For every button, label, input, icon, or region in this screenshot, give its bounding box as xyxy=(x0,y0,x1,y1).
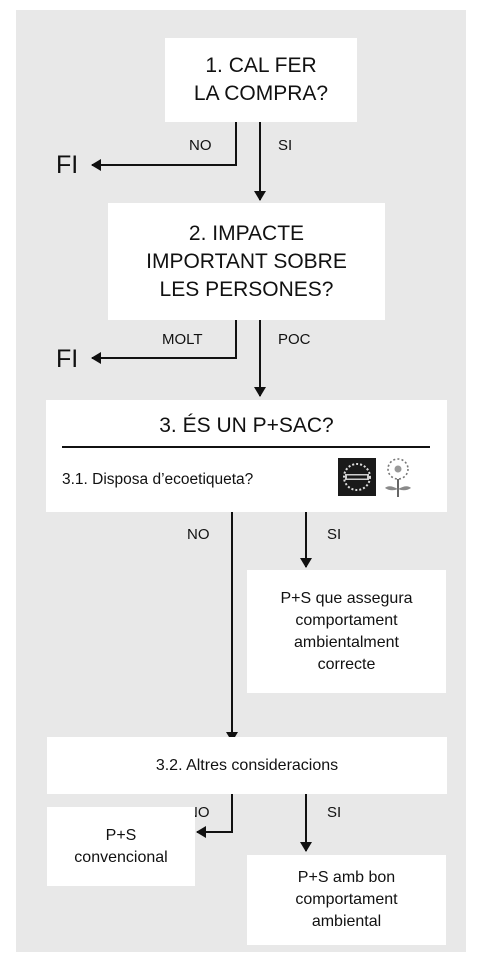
end-label-1: FI xyxy=(56,151,79,179)
eu-ecolabel-circle-icon xyxy=(338,458,376,496)
end-label-2: FI xyxy=(56,345,79,373)
question-box-3: 3. ÉS UN P+SAC? 3.1. Disposa d’ecoetique… xyxy=(46,400,447,512)
branch2-molt-label: MOLT xyxy=(162,331,203,348)
conventional-line1: P+S xyxy=(105,826,137,844)
correct-line4: correcte xyxy=(317,655,376,673)
branch3-no-label: NO xyxy=(187,526,210,543)
branch1-si-label: SI xyxy=(278,137,293,154)
box1-line1: 1. CAL FER xyxy=(205,54,317,77)
branch1-no-label: NO xyxy=(189,137,212,154)
conventional-line2: convencional xyxy=(74,848,168,866)
question-box-1: 1. CAL FER LA COMPRA? xyxy=(165,38,357,122)
correct-line2: comportament xyxy=(295,611,398,629)
branch4-si-label: SI xyxy=(327,804,342,821)
box3-divider xyxy=(62,446,430,448)
connector-no-to-conventional xyxy=(196,794,233,838)
box3-title: 3. ÉS UN P+SAC? xyxy=(159,414,334,437)
correct-line1: P+S que assegura xyxy=(280,589,413,607)
result-box-conventional: P+S convencional xyxy=(47,807,195,886)
box4-text: 3.2. Altres consideracions xyxy=(155,756,339,774)
question-box-4: 3.2. Altres consideracions xyxy=(47,737,447,794)
result-box-good: P+S amb bon comportament ambiental xyxy=(247,855,446,945)
branch3-si-label: SI xyxy=(327,526,342,543)
branch2-poc-label: POC xyxy=(278,331,311,348)
good-line3: ambiental xyxy=(311,913,382,930)
connector-molt-to-fi xyxy=(91,320,237,364)
eu-ecolabel-flower-icon xyxy=(380,455,416,499)
box3-question: 3.1. Disposa d’ecoetiqueta? xyxy=(62,471,254,488)
box2-line2: IMPORTANT SOBRE xyxy=(146,249,347,273)
question-box-2: 2. IMPACTE IMPORTANT SOBRE LES PERSONES? xyxy=(108,203,385,320)
box1-line2: LA COMPRA? xyxy=(193,82,329,105)
box2-line3: LES PERSONES? xyxy=(159,277,334,301)
correct-line3: ambientalment xyxy=(294,633,399,651)
result-box-correct: P+S que assegura comportament ambientalm… xyxy=(247,570,446,693)
connector-no-to-fi-1 xyxy=(91,122,237,171)
box2-line1: 2. IMPACTE xyxy=(188,221,305,245)
good-line1: P+S amb bon xyxy=(297,869,396,886)
good-line2: comportament xyxy=(295,891,398,908)
